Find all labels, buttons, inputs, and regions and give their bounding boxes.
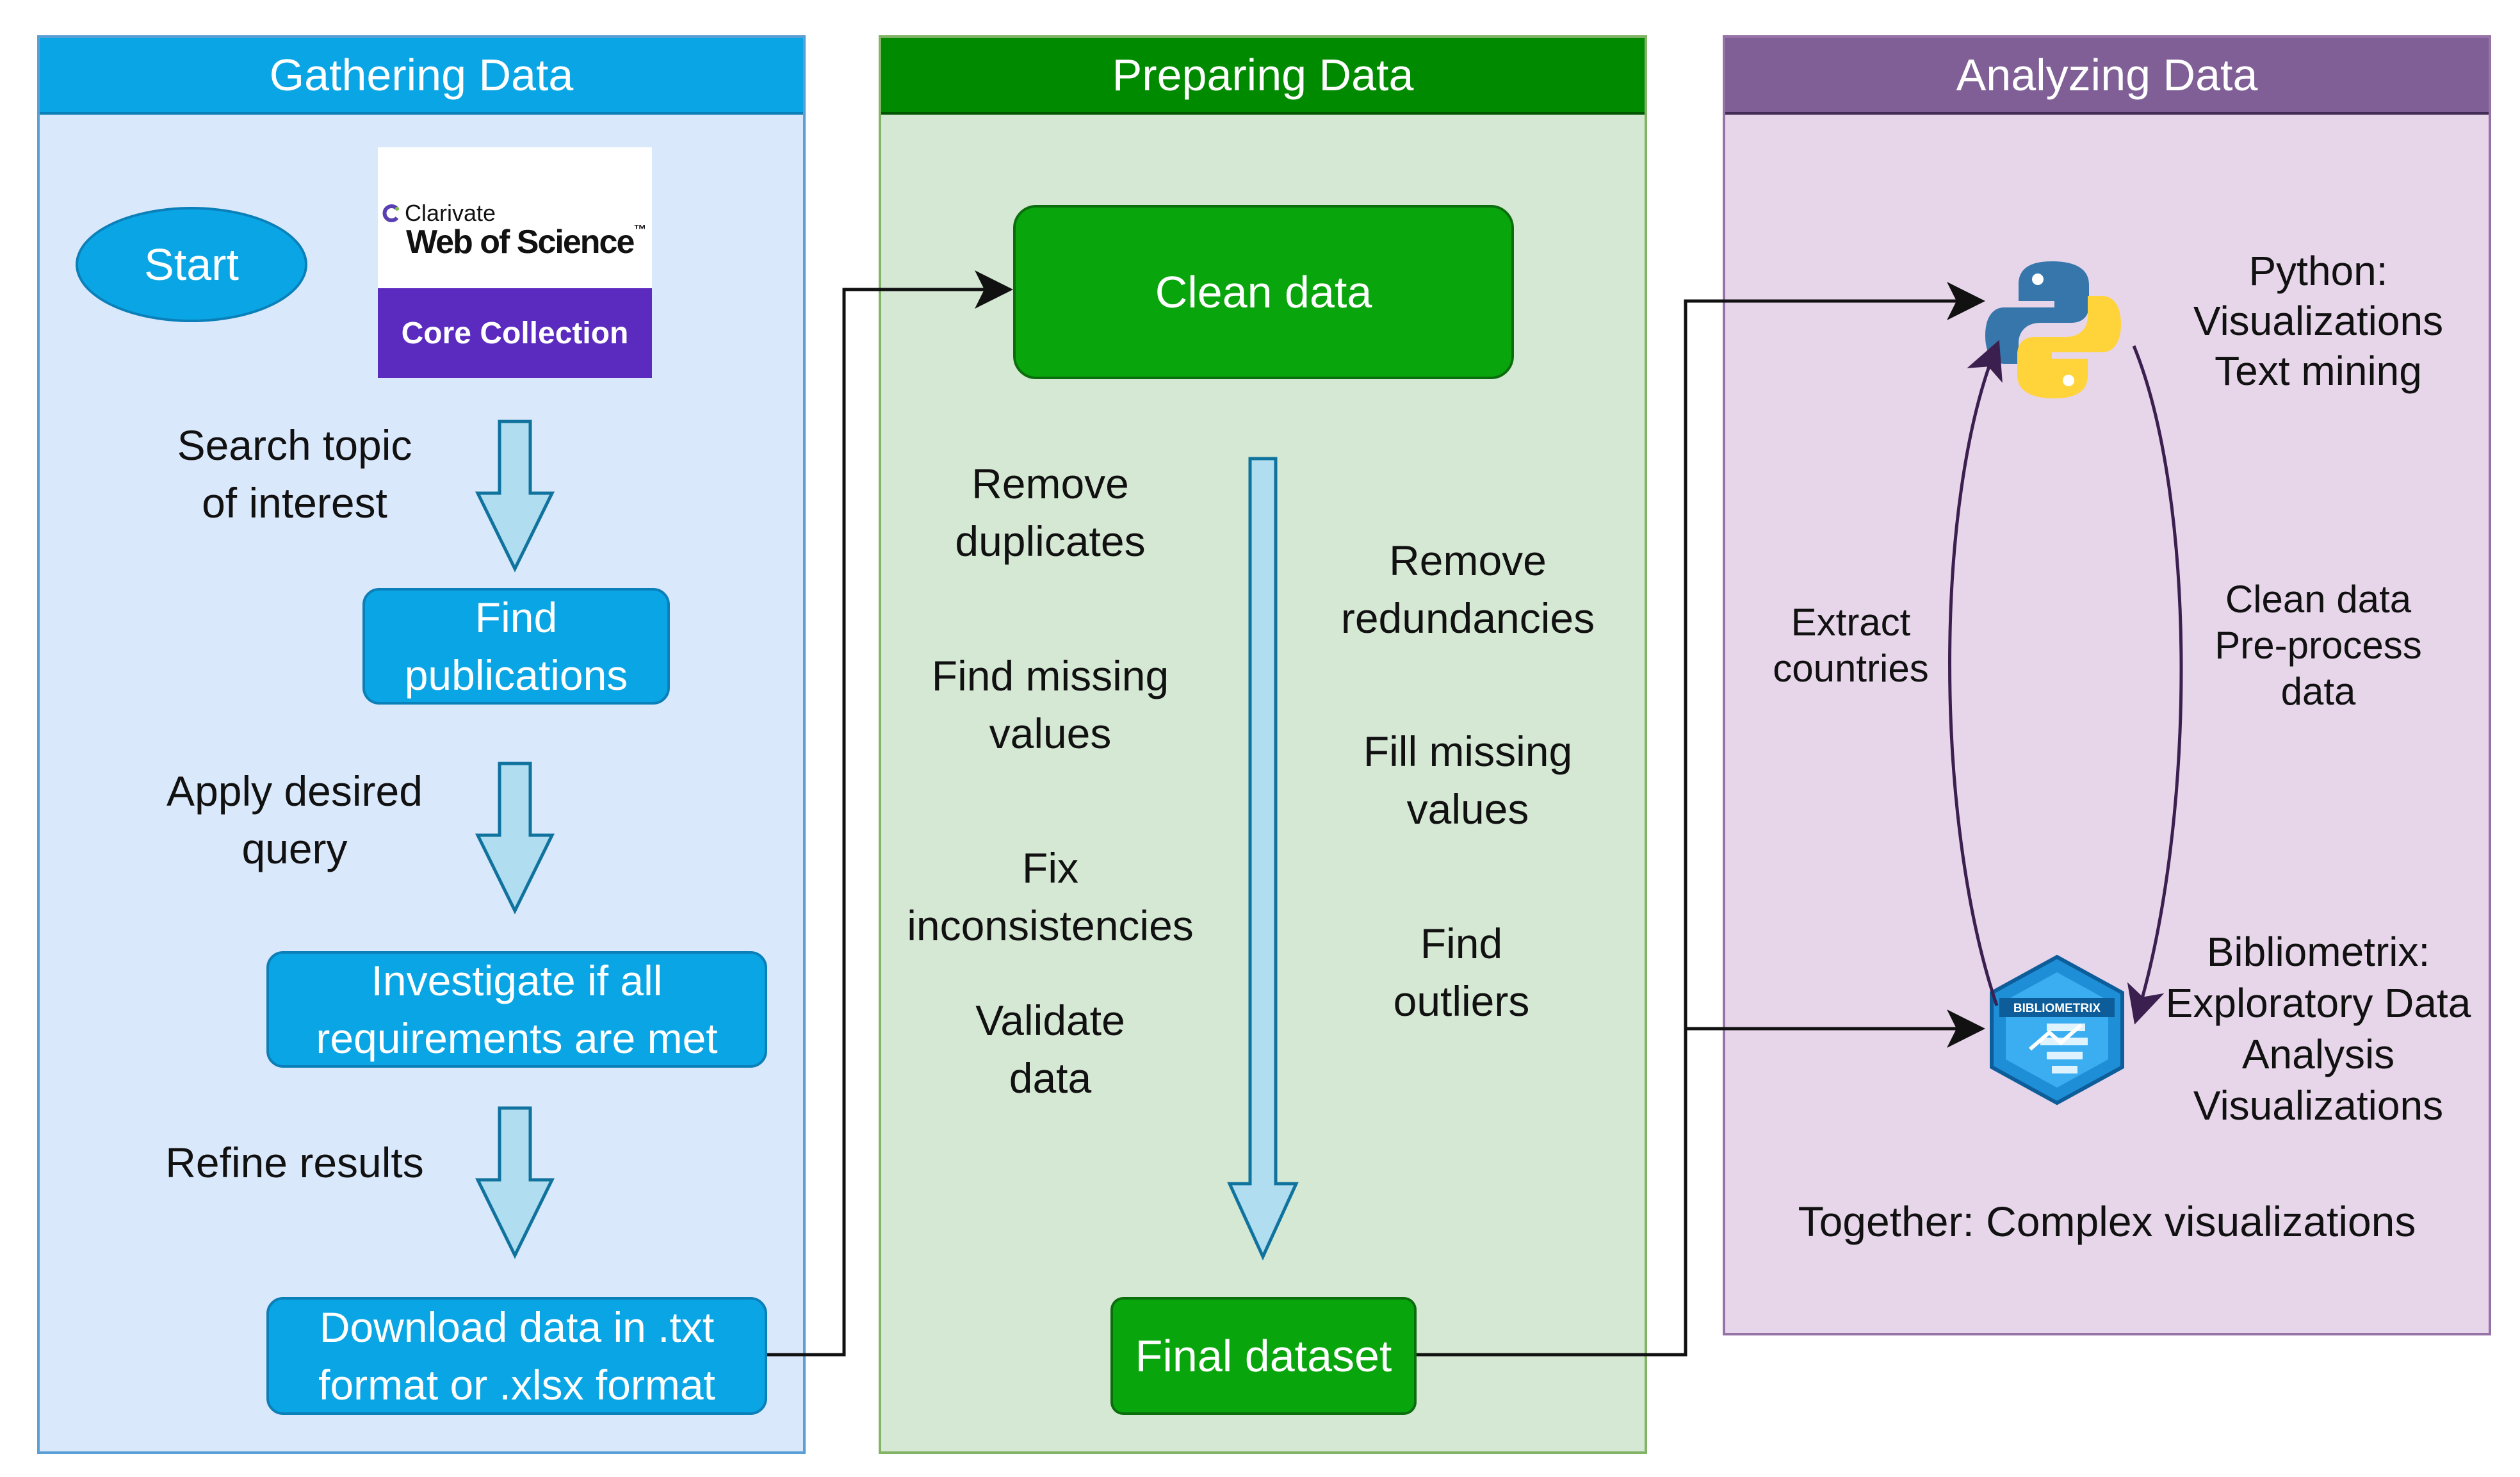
remove-duplicates-label: Remove duplicates [955,460,1146,565]
refine-results-label: Refine results [165,1139,424,1186]
clarivate-logo-icon [382,204,399,222]
curve-bibliometrix-to-python [1948,339,2003,1006]
curve-python-to-bibliometrix [2127,345,2183,1025]
apply-query-label: Apply desired query [167,767,423,872]
clarivate-text: Clarivate [405,200,496,226]
down-arrow-2 [475,762,555,915]
bibliometrix-logo-icon: BIBLIOMETRIX [1990,954,2124,1106]
preparing-data-title: Preparing Data [881,38,1645,115]
bibliometrix-description: Bibliometrix: Exploratory Data Analysis … [2165,929,2471,1129]
web-of-science-logo: Clarivate Web of Science™ Core Collectio… [378,147,652,378]
down-arrow-1 [475,420,555,573]
clean-preprocess-label: Clean data Pre-process data [2215,578,2422,713]
find-missing-values-label: Find missing values [931,652,1169,757]
validate-data-label: Validate data [975,997,1125,1102]
remove-redundancies-label: Remove redundancies [1340,537,1595,642]
python-description: Python: Visualizations Text mining [2193,248,2444,394]
find-publications-box[interactable]: Find publications [362,588,670,705]
trademark-mark: ™ [633,223,646,237]
together-caption: Together: Complex visualizations [1798,1198,2416,1245]
core-collection-text: Core Collection [401,316,629,350]
download-data-box[interactable]: Download data in .txt format or .xlsx fo… [266,1297,767,1415]
extract-countries-label: Extract countries [1773,601,1929,690]
analyzing-data-panel: Analyzing Data [1723,35,2491,1335]
clean-data-box[interactable]: Clean data [1013,205,1514,379]
core-collection-band: Core Collection [378,288,652,378]
clean-data-label: Clean data [1155,267,1372,317]
connector-final-to-python [1417,282,1985,1357]
web-of-science-text: Web of Science [406,224,635,261]
start-node[interactable]: Start [76,207,307,322]
investigate-requirements-box[interactable]: Investigate if all requirements are met [266,951,767,1068]
start-label: Start [144,240,239,290]
down-arrow-long [1227,457,1299,1261]
clarivate-brand: Clarivate [382,200,496,227]
final-dataset-box[interactable]: Final dataset [1110,1297,1417,1415]
fix-inconsistencies-label: Fix inconsistencies [907,844,1194,949]
find-outliers-label: Find outliers [1393,920,1530,1025]
fill-missing-values-label: Fill missing values [1363,728,1573,833]
gathering-data-title: Gathering Data [40,38,803,115]
down-arrow-3 [475,1106,555,1259]
bibliometrix-logo-text: BIBLIOMETRIX [2013,1002,2101,1015]
analyzing-data-title: Analyzing Data [1725,38,2489,115]
python-logo-icon [1985,261,2121,398]
web-of-science-name: Web of Science™ [406,223,646,261]
search-topic-label: Search topic of interest [177,421,412,526]
final-dataset-label: Final dataset [1135,1331,1392,1381]
connector-download-to-clean [767,270,1013,1357]
